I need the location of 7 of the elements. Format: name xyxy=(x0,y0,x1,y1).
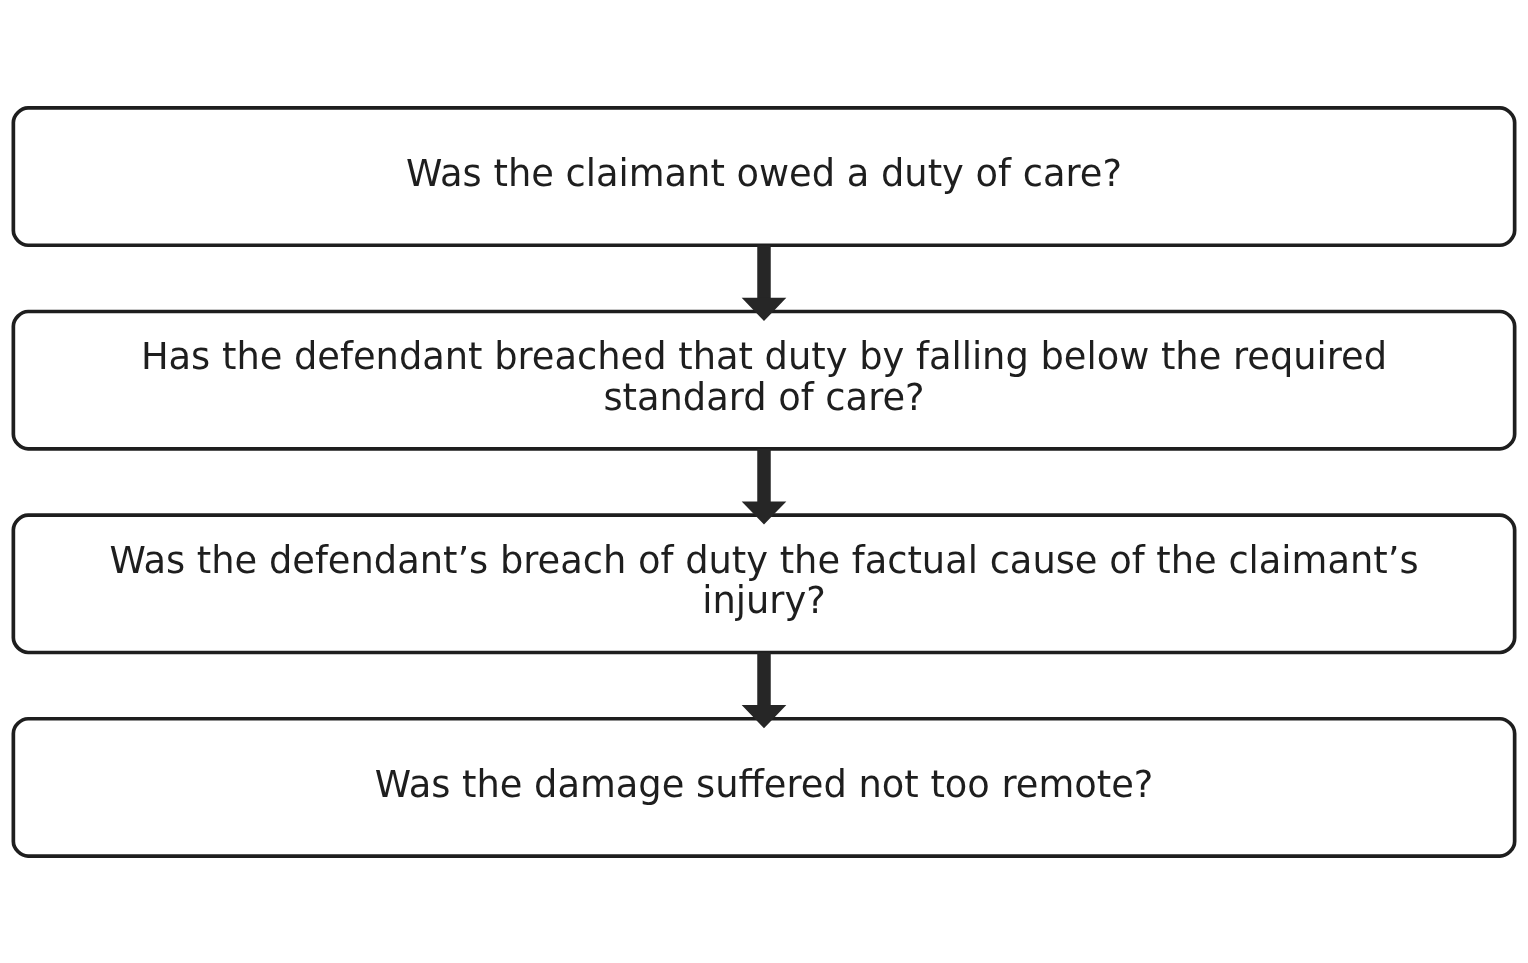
arrow xyxy=(741,652,787,728)
arrow xyxy=(741,244,787,321)
node-box: Was the claimant owed a duty of care? xyxy=(11,105,1517,247)
node-box: Was the damage suffered not too remote? xyxy=(11,716,1517,858)
arrow xyxy=(741,448,787,525)
node-box: Was the defendant’s breach of duty the factual cause of the claimant’s injury? xyxy=(11,512,1517,654)
node-box: Has the defendant breached that duty by falling below the required standard of care? xyxy=(11,309,1517,451)
